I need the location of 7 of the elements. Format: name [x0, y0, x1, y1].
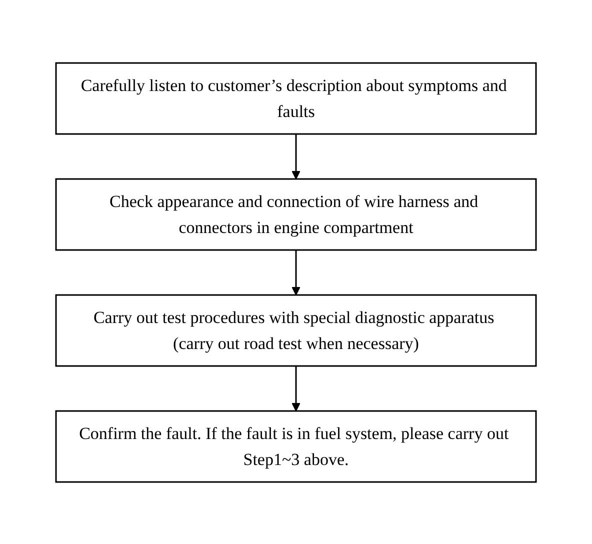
node-box: Carry out test procedures with special diagnostic apparatus (carry out road test when necessary)	[55, 294, 537, 366]
arrow	[292, 134, 300, 179]
node-box: Check appearance and connection of wire harness and connectors in engine compartment	[55, 178, 537, 250]
arrow	[292, 366, 300, 411]
node-box: Confirm the fault. If the fault is in fuel system, please carry out Step1~3 above.	[55, 410, 537, 482]
arrow	[292, 250, 300, 295]
node-box: Carefully listen to customer’s description about symptoms and faults	[55, 62, 537, 134]
